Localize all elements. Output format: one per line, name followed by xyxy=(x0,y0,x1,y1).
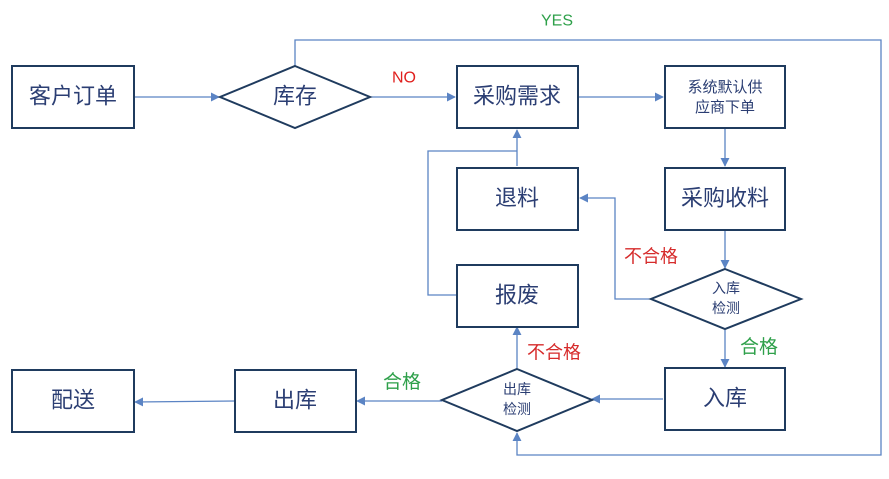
node-outbound-inspection-label-2: 检测 xyxy=(503,402,531,418)
node-default-supplier-order-label-2: 应商下单 xyxy=(695,98,755,116)
edge-scrap-to-demand-loop xyxy=(427,150,517,296)
edges xyxy=(134,39,882,456)
node-warehouse-out-label: 出库 xyxy=(273,389,317,414)
edge-labels: YES NO 不合格 合格 不合格 合格 xyxy=(383,13,778,394)
node-scrap-label: 报废 xyxy=(495,284,539,309)
label-unqualified-inbound: 不合格 xyxy=(624,247,678,268)
node-default-supplier-order: 系统默认供 应商下单 xyxy=(664,65,786,129)
edge-inventory-yes-to-outbound-inspection xyxy=(294,39,882,456)
node-warehouse-in: 入库 xyxy=(664,367,786,431)
node-purchase-demand: 采购需求 xyxy=(456,65,579,129)
node-outbound-inspection-decision: 出库 检测 xyxy=(439,367,595,433)
node-inbound-inspection-decision: 入库 检测 xyxy=(648,267,804,331)
node-return-material: 退料 xyxy=(456,167,579,231)
nodes: 客户订单 库存 采购需求 系统默认供 应商下单 采购收料 退料 xyxy=(11,64,804,433)
node-warehouse-out: 出库 xyxy=(234,369,357,433)
node-purchase-receiving-label: 采购收料 xyxy=(681,187,769,212)
edge-warehouse-out-to-delivery xyxy=(134,397,236,407)
edge-inbound-unqualified-to-return xyxy=(579,193,651,300)
node-customer-order-label: 客户订单 xyxy=(29,85,117,110)
node-inventory-decision: 库存 xyxy=(217,64,373,130)
node-delivery: 配送 xyxy=(11,369,135,433)
label-qualified-outbound: 合格 xyxy=(383,371,421,393)
node-purchase-demand-label: 采购需求 xyxy=(473,85,561,110)
node-inbound-inspection-label-2: 检测 xyxy=(712,301,740,317)
label-yes: YES xyxy=(541,13,573,30)
node-warehouse-in-label: 入库 xyxy=(703,387,747,412)
node-return-material-label: 退料 xyxy=(495,187,539,212)
node-outbound-inspection-label-1: 出库 xyxy=(503,382,531,398)
node-inventory-label: 库存 xyxy=(273,85,317,110)
node-customer-order: 客户订单 xyxy=(11,65,135,129)
label-no: NO xyxy=(392,70,416,87)
label-qualified-inbound: 合格 xyxy=(740,336,778,358)
node-scrap: 报废 xyxy=(456,264,579,328)
node-purchase-receiving: 采购收料 xyxy=(664,167,786,231)
node-inbound-inspection-label-1: 入库 xyxy=(712,281,740,297)
label-unqualified-outbound: 不合格 xyxy=(527,343,581,364)
node-delivery-label: 配送 xyxy=(51,389,95,414)
node-default-supplier-order-label-1: 系统默认供 xyxy=(687,78,762,96)
